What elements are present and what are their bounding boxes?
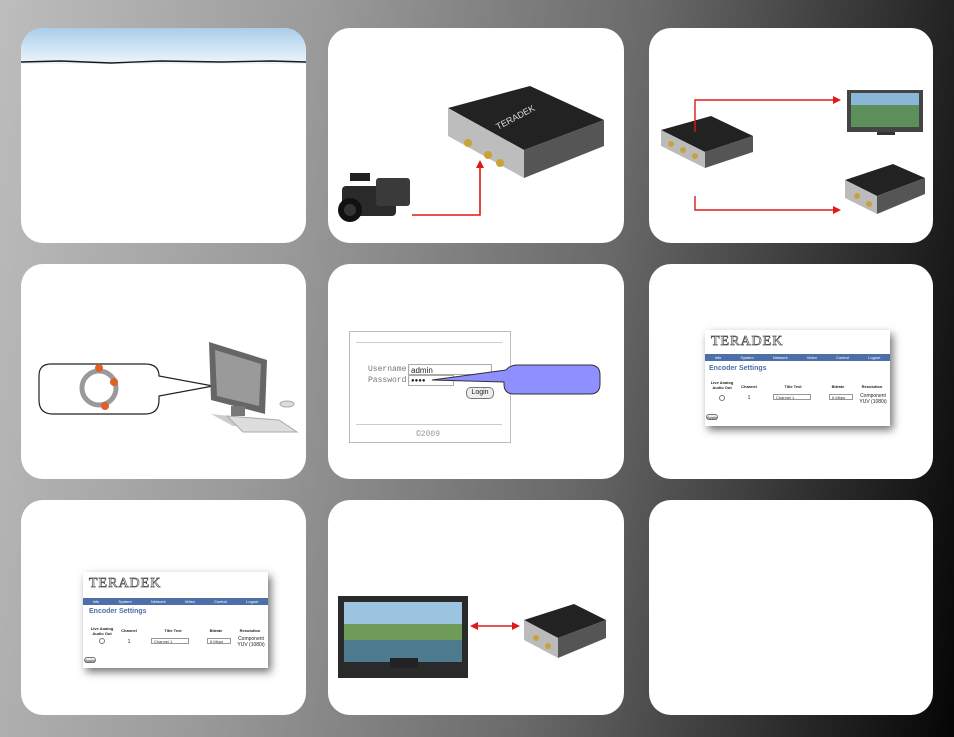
title-text-input[interactable]: Channel 1 — [773, 394, 811, 400]
teradek-logo: TERADEK — [89, 576, 162, 592]
nav-system[interactable]: System — [118, 599, 132, 604]
teradek-device — [661, 116, 753, 168]
teradek-device: TERADEK — [448, 86, 604, 178]
sky-image — [21, 28, 306, 64]
nav-network[interactable]: Network — [772, 355, 788, 360]
password-label: Password: — [368, 376, 412, 385]
row-resolution: Component YUV (1080i) — [859, 393, 887, 405]
login-screenshot: Username: admin Password: ●●●● Login ©20… — [349, 331, 511, 443]
header-resolution: Resolution — [239, 628, 261, 633]
nav-logout[interactable]: Logout — [246, 599, 259, 604]
nav-network[interactable]: Network — [150, 599, 166, 604]
encoder-screenshot: TERADEK Info System Network Video Contro… — [83, 572, 268, 668]
encoder-nav: Info System Network Video Control Logout — [83, 598, 268, 605]
username-label: Username: — [368, 365, 412, 374]
header-channel: Channel — [121, 628, 137, 633]
card-camera-connect: TERADEK — [328, 28, 624, 243]
encoder-title: Encoder Settings — [89, 608, 147, 615]
arrow-to-tv — [694, 99, 833, 132]
tv-image — [338, 596, 468, 678]
teradek-logo: TERADEK — [711, 334, 784, 350]
row-resolution: Component YUV (1080i) — [237, 636, 265, 648]
header-audio: Live Analog Audio Out — [90, 626, 114, 636]
header-title-text: Title Text — [784, 384, 802, 389]
header-bitrate: Bitrate — [831, 384, 845, 389]
nav-control[interactable]: Control — [836, 355, 849, 360]
card-encoder-settings-1: TERADEK Info System Network Video Contro… — [649, 264, 933, 479]
teradek-device — [524, 604, 606, 658]
nav-video[interactable]: Video — [806, 355, 817, 360]
arrow-to-device — [694, 196, 833, 211]
teradek-device — [845, 164, 925, 214]
card-sky — [21, 28, 306, 243]
camera-image — [338, 173, 410, 222]
row-channel: 1 — [747, 395, 751, 401]
bitrate-select[interactable]: 6 Mbps — [207, 638, 231, 644]
card-output-split — [649, 28, 933, 243]
nav-control[interactable]: Control — [214, 599, 227, 604]
encoder-title: Encoder Settings — [709, 365, 767, 372]
card-login: Username: admin Password: ●●●● Login ©20… — [328, 264, 624, 479]
card-computer — [21, 264, 306, 479]
encoder-screenshot: TERADEK Info System Network Video Contro… — [705, 330, 890, 426]
title-text-input[interactable]: Channel 1 — [151, 638, 189, 644]
login-top-rule — [356, 342, 502, 343]
header-bitrate: Bitrate — [209, 628, 223, 633]
card-encoder-settings-2: TERADEK Info System Network Video Contro… — [21, 500, 306, 715]
card-blank — [649, 500, 933, 715]
username-field[interactable]: admin — [408, 364, 492, 375]
teradek-logo-icon — [79, 364, 119, 410]
header-resolution: Resolution — [861, 384, 883, 389]
connection-arrow — [412, 168, 481, 216]
audio-checkbox[interactable] — [719, 395, 725, 401]
card-tv-device — [328, 500, 624, 715]
nav-logout[interactable]: Logout — [868, 355, 881, 360]
header-title-text: Title Text — [164, 628, 182, 633]
row-channel: 1 — [127, 639, 131, 645]
nav-info[interactable]: Info — [92, 599, 100, 604]
tv-image — [847, 90, 923, 135]
nav-system[interactable]: System — [740, 355, 754, 360]
speech-bubble — [38, 363, 214, 415]
bitrate-select[interactable]: 6 Mbps — [829, 394, 853, 400]
header-audio: Live Analog Audio Out — [710, 380, 734, 390]
login-bottom-rule — [356, 424, 502, 425]
audio-checkbox[interactable] — [99, 638, 105, 644]
encoder-nav: Info System Network Video Control Logout — [705, 354, 890, 361]
nav-video[interactable]: Video — [184, 599, 195, 604]
copyright-text: ©2009 — [416, 430, 441, 439]
computer-image — [209, 342, 299, 433]
nav-info[interactable]: Info — [714, 355, 722, 360]
header-channel: Channel — [741, 384, 757, 389]
login-button[interactable]: Login — [466, 387, 494, 399]
apply-button[interactable]: Apply — [84, 657, 96, 663]
callout-bubble — [431, 364, 601, 395]
apply-button[interactable]: Apply — [706, 414, 718, 420]
horizon-line — [21, 60, 306, 64]
